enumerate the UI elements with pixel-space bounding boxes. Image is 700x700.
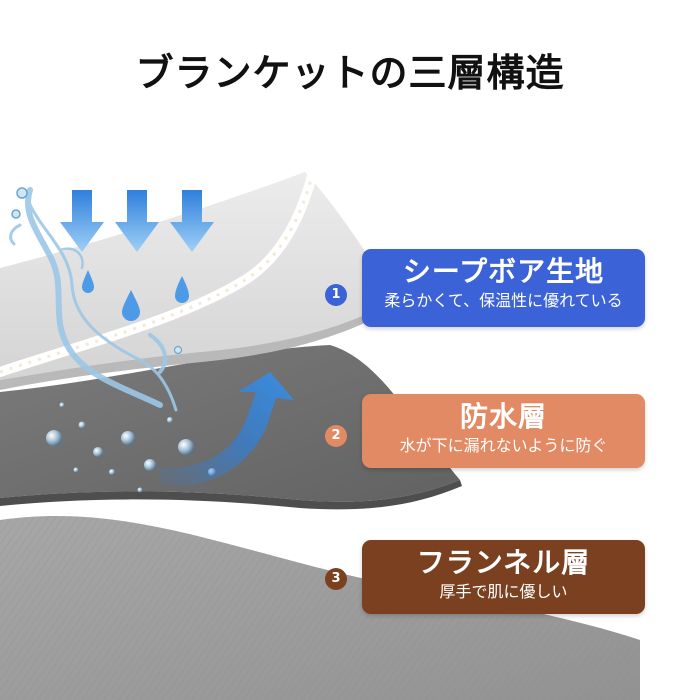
flannel-layer <box>0 516 640 700</box>
layer-title: フランネル層 <box>416 546 591 579</box>
layer-number-badge: 3 <box>325 568 347 590</box>
sherpa-layer <box>0 171 398 390</box>
page-title: ブランケットの三層構造 <box>135 50 565 95</box>
layer-title: 防水層 <box>459 400 547 433</box>
layer-number-badge: 2 <box>325 425 347 447</box>
layer-description: 柔らかくて、保温性に優れている <box>384 291 623 310</box>
layer-3-label-box: フランネル層 厚手で肌に優しい <box>362 540 645 614</box>
layer-1-label-box: シープボア生地 柔らかくて、保温性に優れている <box>362 249 645 327</box>
water-splash-icon <box>9 187 178 412</box>
layer-description: 厚手で肌に優しい <box>439 582 568 601</box>
water-drop-icon <box>11 187 216 493</box>
falling-drop-icon <box>82 270 189 321</box>
down-arrow-icon <box>60 190 214 252</box>
layer-title: シープボア生地 <box>402 255 605 288</box>
curved-arrow-icon <box>158 372 294 487</box>
layer-description: 水が下に漏れないように防ぐ <box>399 436 608 455</box>
layer-number-badge: 1 <box>325 284 347 306</box>
layer-2-label-box: 防水層 水が下に漏れないように防ぐ <box>362 394 645 468</box>
